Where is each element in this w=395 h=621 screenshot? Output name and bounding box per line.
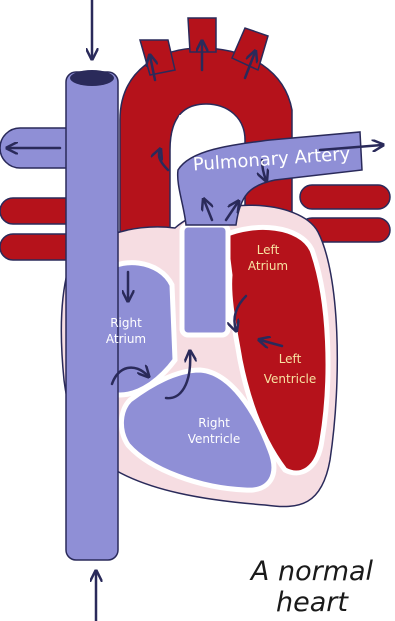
right-atrium-label-line2: Atrium	[106, 332, 146, 346]
right-ventricle-label-line2: Ventricle	[188, 432, 241, 446]
caption-line-2: heart	[232, 587, 392, 618]
pulmonary-trunk	[182, 225, 228, 335]
vena-cava-vessel	[66, 70, 118, 560]
figure-caption: A normal heart	[232, 556, 392, 618]
left-atrium-label-line1: Left	[257, 243, 280, 257]
caption-line-1: A normal	[232, 556, 392, 587]
aorta-label: Aorta	[172, 111, 242, 141]
right-atrium-label-line1: Right	[110, 316, 142, 330]
left-ventricle-label-line1: Left	[279, 352, 302, 366]
right-ventricle-label-line1: Right	[198, 416, 230, 430]
left-atrium-label-line2: Atrium	[248, 259, 288, 273]
left-ventricle-label-line2: Ventricle	[264, 372, 317, 386]
